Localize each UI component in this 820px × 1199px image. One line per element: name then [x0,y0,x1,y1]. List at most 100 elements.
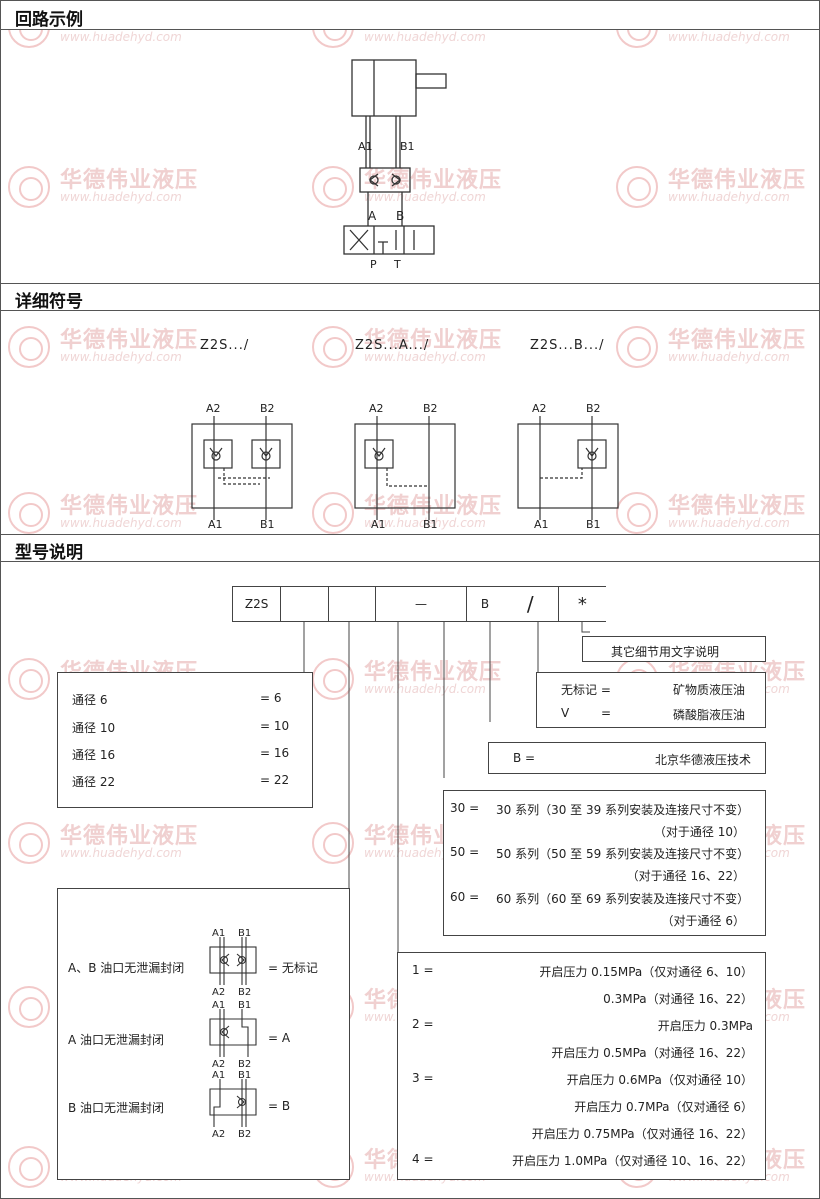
seal-a-label-b2: B2 [238,1059,251,1070]
seal-a-label-b1: B1 [238,1001,251,1011]
seal-type-box: A、B 油口无泄漏封闭 = 无标记 A 油口无泄漏封闭 = A B 油口无泄漏封… [57,888,350,1180]
symbol-diagram-2: A2 B2 A1 B1 [354,402,456,530]
sym1-label-b1: B1 [260,518,275,530]
circuit-label-b1: B1 [400,140,415,153]
seal-ab-label-a2: A2 [212,987,225,998]
circuit-label-p: P [370,258,377,271]
brand-box: B = 北京华德液压技术 [488,742,766,774]
series-note: （对于通径 16、22） [626,869,745,883]
fluid-seal-value: 矿物质液压油 [673,683,746,697]
other-details-text: 其它细节用文字说明 [611,645,720,659]
pressure-key: 4 = [412,1152,434,1166]
seal-type-eq: = 无标记 [268,961,318,975]
symbol-code-3: Z2S...B.../ [530,338,605,353]
symbol-code-1: Z2S.../ [200,338,250,353]
seal-type-desc: B 油口无泄漏封闭 [68,1101,165,1115]
directional-valve [343,225,435,255]
seal-ab-label-a1: A1 [212,929,225,939]
sym2-label-b2: B2 [423,402,438,415]
code-cell: B [480,597,490,611]
fluid-seal-label: 无标记 = [561,683,611,697]
size-value: = 22 [260,773,290,787]
code-cell: / [503,587,559,621]
sym2-label-b1: B1 [423,518,438,530]
seal-type-desc: A 油口无泄漏封闭 [68,1033,165,1047]
fluid-v-eq: = [601,706,612,720]
sym3-label-a2: A2 [532,402,547,415]
size-value: = 16 [260,746,290,760]
seal-ab-label-b2: B2 [238,987,251,998]
sym3-label-a1: A1 [534,518,549,530]
sym2-label-a2: A2 [369,402,384,415]
size-label: 通径 16 [72,748,116,762]
brand-label: B = [513,751,536,765]
pressure-text: 开启压力 0.6MPa（仅对通径 10） [566,1073,753,1087]
pressure-text: 0.3MPa（对通径 16、22） [603,992,753,1006]
size-label: 通径 22 [72,775,116,789]
seal-b-label-a2: A2 [212,1129,225,1140]
circuit-diagram: A1 B1 A B P T [343,59,447,271]
symbol-diagram-1: A2 B2 A1 B1 [191,402,293,530]
circuit-label-b: B [396,209,404,223]
pressure-box: 1 = 开启压力 0.15MPa（仅对通径 6、10） 0.3MPa（对通径 1… [397,952,766,1180]
symbol-code-2: Z2S...A.../ [355,338,430,353]
other-details-box: 其它细节用文字说明 [582,636,766,662]
pressure-text: 开启压力 0.5MPa（对通径 16、22） [551,1046,753,1060]
pressure-key: 1 = [412,963,434,977]
pressure-key: 2 = [412,1017,434,1031]
seal-ab-label-b1: B1 [238,929,251,939]
model-code-row: Z2S — B / * [232,586,606,622]
cylinder-rod [415,73,447,89]
section-title-model: 型号说明 [15,543,83,563]
seal-b-label-b2: B2 [238,1129,251,1140]
seal-type-desc: A、B 油口无泄漏封闭 [68,961,185,975]
series-desc: 60 系列（60 至 69 系列安装及连接尺寸不变） [496,892,750,906]
size-label: 通径 10 [72,721,116,735]
check-valve-block [359,167,411,193]
circuit-label-a: A [368,209,377,223]
seal-b-label-b1: B1 [238,1071,251,1081]
cylinder-body [351,59,417,117]
section-header-model: 型号说明 [0,534,820,563]
code-cell [281,587,330,621]
series-key: 30 = [450,801,480,815]
series-note: （对于通径 10） [653,825,745,839]
sym3-label-b1: B1 [586,518,601,530]
pressure-text: 开启压力 0.15MPa（仅对通径 6、10） [539,965,753,979]
sym1-label-a1: A1 [208,518,223,530]
sym1-label-b2: B2 [260,402,275,415]
sym2-label-a1: A1 [371,518,386,530]
symbol-diagram-3: A2 B2 A1 B1 [517,402,619,530]
pressure-text: 开启压力 1.0MPa（仅对通径 10、16、22） [512,1154,753,1168]
code-cell: — [376,587,468,621]
size-value: = 6 [260,691,282,705]
series-key: 60 = [450,890,480,904]
size-value: = 10 [260,719,290,733]
fluid-v-label: V [561,706,570,720]
series-desc: 50 系列（50 至 59 系列安装及连接尺寸不变） [496,847,750,861]
fluid-v-value: 磷酸脂液压油 [673,708,746,722]
sym3-label-b2: B2 [586,402,601,415]
code-cell [329,587,376,621]
seal-a-label-a2: A2 [212,1059,225,1070]
series-box: 30 = 30 系列（30 至 39 系列安装及连接尺寸不变） （对于通径 10… [443,790,766,936]
seal-symbol-a: A1 B1 A2 B2 [209,1001,257,1070]
pressure-text: 开启压力 0.75MPa（仅对通径 16、22） [531,1127,753,1141]
section-header-symbols: 详细符号 [0,283,820,312]
seal-a-label-a1: A1 [212,1001,225,1011]
section-header-circuit: 回路示例 [0,2,820,30]
series-key: 50 = [450,845,480,859]
seal-type-eq: = A [268,1031,291,1045]
series-note: （对于通径 6） [661,914,745,928]
series-desc: 30 系列（30 至 39 系列安装及连接尺寸不变） [496,803,750,817]
model-connector-lines [303,622,590,952]
pressure-text: 开启压力 0.3MPa [657,1019,753,1033]
pressure-text: 开启压力 0.7MPa（仅对通径 6） [574,1100,753,1114]
circuit-label-t: T [393,258,401,271]
pressure-key: 3 = [412,1071,434,1085]
seal-type-eq: = B [268,1099,291,1113]
size-label: 通径 6 [72,693,108,707]
sym1-label-a2: A2 [206,402,221,415]
section-title-circuit: 回路示例 [15,10,83,30]
seal-symbol-b: A1 B1 A2 B2 [209,1071,257,1140]
